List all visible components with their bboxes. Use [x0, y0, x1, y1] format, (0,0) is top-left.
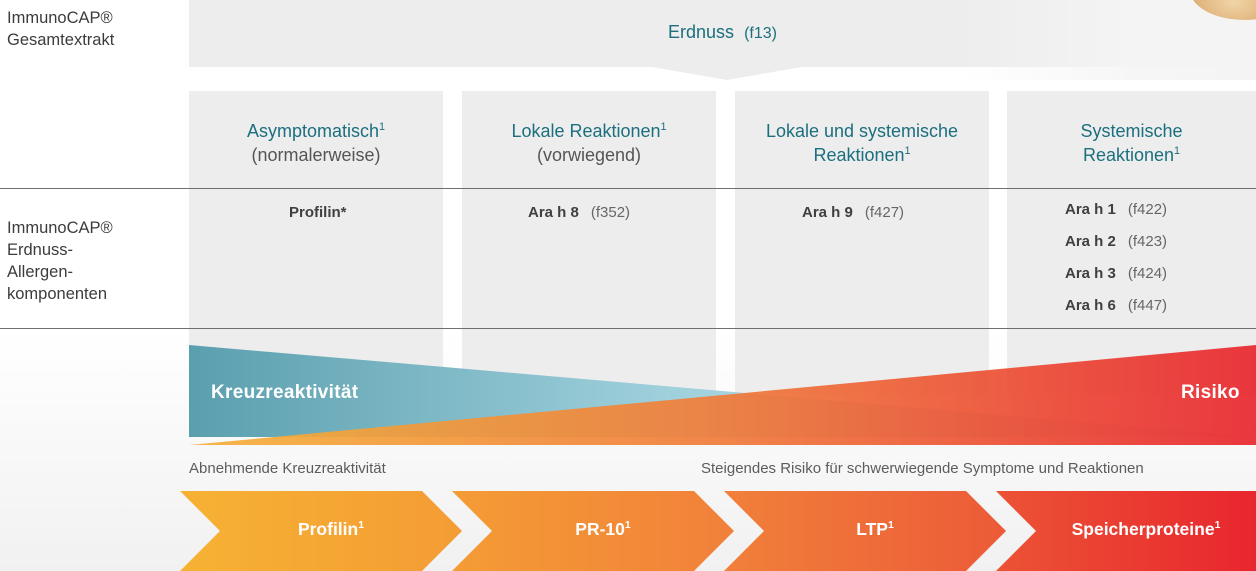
component-code: (f424) — [1127, 265, 1168, 282]
peanut-image-fade — [960, 0, 1256, 80]
column-header-3: Lokale und systemische Reaktionen1 — [735, 119, 989, 167]
component-ara-h-8: Ara h 8 (f352) — [528, 204, 630, 221]
component-name: Profilin* — [289, 204, 347, 221]
chevron-label-pr10: PR-101 — [492, 519, 714, 540]
row-label-extract-line1: ImmunoCAP® — [7, 9, 113, 27]
row-label-extract-line2: Gesamtextrakt — [7, 31, 115, 49]
component-ara-h-6: Ara h 6 (f447) — [1065, 297, 1167, 314]
divider-bottom — [0, 328, 1256, 329]
extract-name: Erdnuss — [668, 22, 735, 42]
column-2-title: Lokale Reaktionen — [511, 121, 661, 141]
chevron-2-text: PR-10 — [575, 519, 625, 539]
component-code: (f423) — [1127, 233, 1168, 250]
column-2-sup: 1 — [660, 121, 667, 133]
chevron-row — [180, 491, 1256, 571]
column-header-2: Lokale Reaktionen1 (vorwiegend) — [462, 119, 716, 167]
column-1-title: Asymptomatisch — [246, 121, 380, 141]
row-label-components: ImmunoCAP® Erdnuss- Allergen- komponente… — [7, 217, 113, 305]
chevron-pr10 — [452, 491, 734, 571]
column-4-title: Systemische — [1080, 121, 1183, 141]
column-1 — [189, 91, 443, 394]
chevron-4-sup: 1 — [1214, 519, 1221, 532]
risk-label: Risiko — [1181, 382, 1240, 403]
risk-triangle — [189, 345, 1256, 445]
divider-top — [0, 188, 1256, 189]
extract-code: (f13) — [744, 25, 777, 42]
chevron-profilin — [180, 491, 462, 571]
component-name: Ara h 3 — [1065, 265, 1116, 282]
extract-arrow-tip — [652, 67, 802, 80]
component-ara-h-3: Ara h 3 (f424) — [1065, 265, 1167, 282]
column-3-title2: Reaktionen — [813, 145, 905, 165]
gradient-triangles — [189, 345, 1256, 445]
chevron-label-storage-proteins: Speicherproteine1 — [1036, 519, 1256, 540]
chevron-storage-proteins — [996, 491, 1256, 571]
column-4-sup: 1 — [1174, 145, 1181, 157]
column-4-title2: Reaktionen — [1082, 145, 1175, 165]
component-ara-h-1: Ara h 1 (f422) — [1065, 201, 1167, 218]
component-ara-h-9: Ara h 9 (f427) — [802, 204, 904, 221]
extract-label: Erdnuss (f13) — [189, 22, 1256, 43]
component-name: Ara h 2 — [1065, 233, 1116, 250]
column-1-subtitle: (normalerweise) — [251, 145, 381, 165]
component-code: (f352) — [590, 204, 631, 221]
component-name: Ara h 9 — [802, 204, 853, 221]
component-profilin: Profilin* — [289, 204, 347, 221]
chevron-label-ltp: LTP1 — [764, 519, 986, 540]
column-3-title: Lokale und systemische — [765, 121, 959, 141]
component-name: Ara h 6 — [1065, 297, 1116, 314]
column-header-1: Asymptomatisch1 (normalerweise) — [189, 119, 443, 167]
component-code: (f447) — [1127, 297, 1168, 314]
column-4 — [1007, 91, 1256, 394]
component-name: Ara h 1 — [1065, 201, 1116, 218]
chevron-1-text: Profilin — [297, 519, 359, 539]
column-header-4: Systemische Reaktionen1 — [1007, 119, 1256, 167]
cross-reactivity-caption: Abnehmende Kreuzreaktivität — [189, 460, 386, 477]
row-label-extract: ImmunoCAP® Gesamtextrakt — [7, 7, 114, 51]
component-code: (f422) — [1127, 201, 1168, 218]
column-1-sup: 1 — [379, 121, 386, 133]
chevron-2-sup: 1 — [624, 519, 631, 532]
row-label-components-line4: komponenten — [7, 285, 107, 303]
row-label-components-line1: ImmunoCAP® — [7, 219, 113, 237]
column-2 — [462, 91, 716, 394]
chevron-ltp — [724, 491, 1006, 571]
risk-caption: Steigendes Risiko für schwerwiegende Sym… — [701, 460, 1144, 477]
column-3 — [735, 91, 989, 394]
component-name: Ara h 8 — [528, 204, 579, 221]
chevron-3-sup: 1 — [887, 519, 894, 532]
cross-reactivity-label: Kreuzreaktivität — [211, 382, 359, 403]
row-label-components-line3: Allergen- — [7, 263, 74, 281]
component-ara-h-2: Ara h 2 (f423) — [1065, 233, 1167, 250]
chevron-3-text: LTP — [856, 519, 888, 539]
chevron-label-profilin: Profilin1 — [220, 519, 442, 540]
row-label-components-line2: Erdnuss- — [7, 241, 74, 259]
column-2-subtitle: (vorwiegend) — [536, 145, 642, 165]
chevron-1-sup: 1 — [358, 519, 365, 532]
chevron-4-text: Speicherproteine — [1071, 519, 1215, 539]
column-3-sup: 1 — [904, 145, 911, 157]
component-code: (f427) — [864, 204, 905, 221]
